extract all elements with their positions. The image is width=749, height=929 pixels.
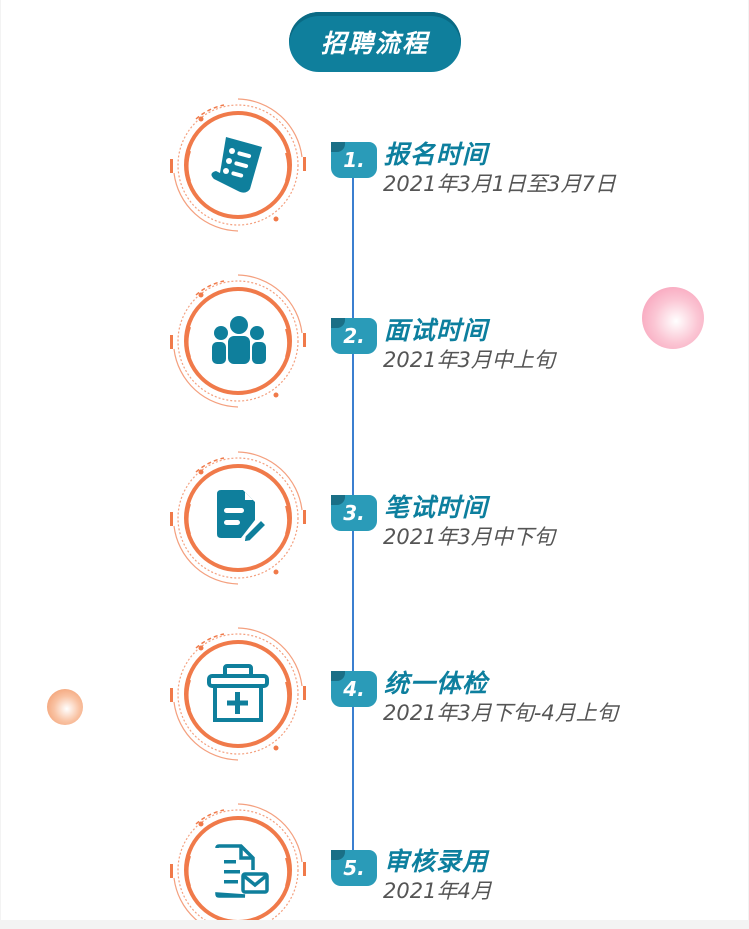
step-number: 3.: [343, 501, 365, 525]
step-title: 报名时间: [384, 140, 489, 169]
step-number-badge: 4.: [331, 671, 377, 707]
step-number-badge: 2.: [331, 318, 377, 354]
step-title: 笔试时间: [384, 493, 489, 522]
ring-decoration-icon: [170, 803, 306, 920]
ring-decoration-icon: [170, 274, 306, 408]
step-number: 1.: [343, 148, 365, 172]
step-date: 2021年4月: [383, 879, 492, 903]
step-number-badge: 3.: [331, 495, 377, 531]
title-banner: 招聘流程: [289, 12, 461, 72]
ring-decoration-icon: [170, 451, 306, 585]
step-2: 2. 面试时间 2021年3月中上旬: [1, 271, 748, 447]
edit-document-icon: [217, 490, 268, 543]
group-people-icon: [212, 316, 266, 364]
document-list-icon: [211, 137, 262, 193]
step-date: 2021年3月1日至3月7日: [383, 172, 616, 196]
step-title: 面试时间: [384, 316, 489, 345]
step-date: 2021年3月中下旬: [383, 525, 555, 549]
step-date: 2021年3月下旬-4月上旬: [383, 701, 618, 725]
medical-kit-icon: [207, 664, 269, 722]
step-number-badge: 1.: [331, 142, 377, 178]
step-1: 1. 报名时间 2021年3月1日至3月7日: [1, 95, 748, 271]
step-date: 2021年3月中上旬: [383, 348, 555, 372]
ring-decoration-icon: [170, 627, 306, 761]
step-5: 5. 审核录用 2021年4月: [1, 800, 748, 920]
step-number: 5.: [343, 856, 365, 880]
decorative-pink-bubble: [642, 287, 704, 349]
step-title: 统一体检: [384, 669, 489, 698]
decorative-orange-bubble: [47, 689, 83, 725]
step-number: 4.: [343, 677, 365, 701]
step-3: 3. 笔试时间 2021年3月中下旬: [1, 448, 748, 624]
step-4: 4. 统一体检 2021年3月下旬-4月上旬: [1, 624, 748, 800]
step-number-badge: 5.: [331, 850, 377, 886]
ring-decoration-icon: [170, 98, 306, 232]
document-mail-icon: [215, 844, 269, 898]
step-title: 审核录用: [384, 847, 489, 876]
page-title: 招聘流程: [320, 29, 429, 58]
step-number: 2.: [343, 324, 365, 348]
